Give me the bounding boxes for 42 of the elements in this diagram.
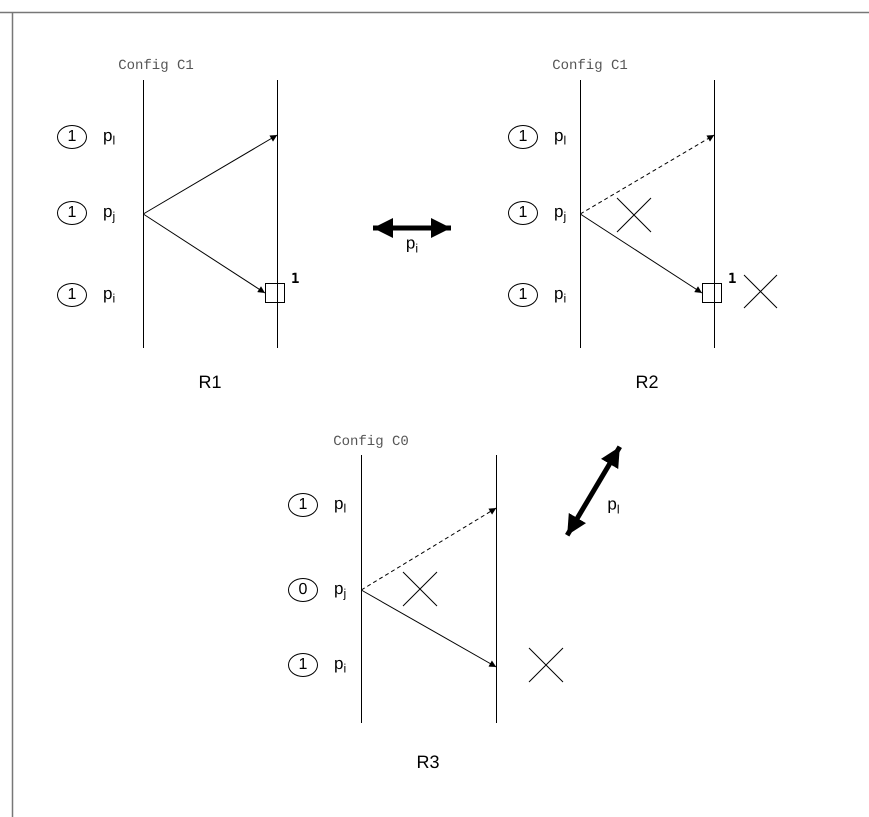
value-circle: 0 xyxy=(288,578,318,602)
timeline xyxy=(580,80,581,348)
value-circle: 1 xyxy=(57,283,87,307)
process-label: p$_{i}$ xyxy=(334,654,346,674)
value-circle: 1 xyxy=(57,201,87,225)
process-label: p$_{i}$ xyxy=(554,284,566,304)
count-label: 1 xyxy=(728,271,736,287)
value-circle: 1 xyxy=(288,493,318,517)
value-circle: 1 xyxy=(57,125,87,149)
receive-box xyxy=(265,283,285,303)
value-circle: 1 xyxy=(288,653,318,677)
process-label: p$_{l}$ xyxy=(554,126,566,146)
process-label: p$_{j}$ xyxy=(103,202,116,222)
message-arrow xyxy=(360,508,497,590)
config-label: Config C0 xyxy=(333,434,409,450)
process-label: p$_{j}$ xyxy=(554,202,566,222)
value-circle: 1 xyxy=(508,283,538,307)
timeline xyxy=(360,455,362,723)
process-label: p$_{i}$ xyxy=(103,284,116,304)
value-circle: 1 xyxy=(508,125,538,149)
process-label: p$_{l}$ xyxy=(103,126,116,146)
message-arrow xyxy=(142,214,266,294)
config-label: Config C1 xyxy=(552,58,628,74)
timeline xyxy=(714,80,715,348)
run-label: R1 xyxy=(198,372,222,393)
message-arrow xyxy=(580,134,715,214)
timeline xyxy=(276,80,278,348)
process-label: p$_{j}$ xyxy=(334,579,346,599)
process-label: p$_{l}$ xyxy=(334,494,346,514)
message-arrow xyxy=(360,590,497,668)
count-label: 1 xyxy=(291,271,300,287)
run-label: R3 xyxy=(416,752,440,773)
config-label: Config C1 xyxy=(118,58,194,74)
message-arrow xyxy=(142,134,278,214)
timeline xyxy=(496,455,497,723)
message-arrow xyxy=(580,214,702,294)
run-label: R2 xyxy=(636,372,658,393)
double-arrow xyxy=(373,218,451,238)
timeline xyxy=(142,80,144,348)
value-circle: 1 xyxy=(508,201,538,225)
double-arrow xyxy=(565,445,622,537)
receive-box xyxy=(702,283,722,303)
